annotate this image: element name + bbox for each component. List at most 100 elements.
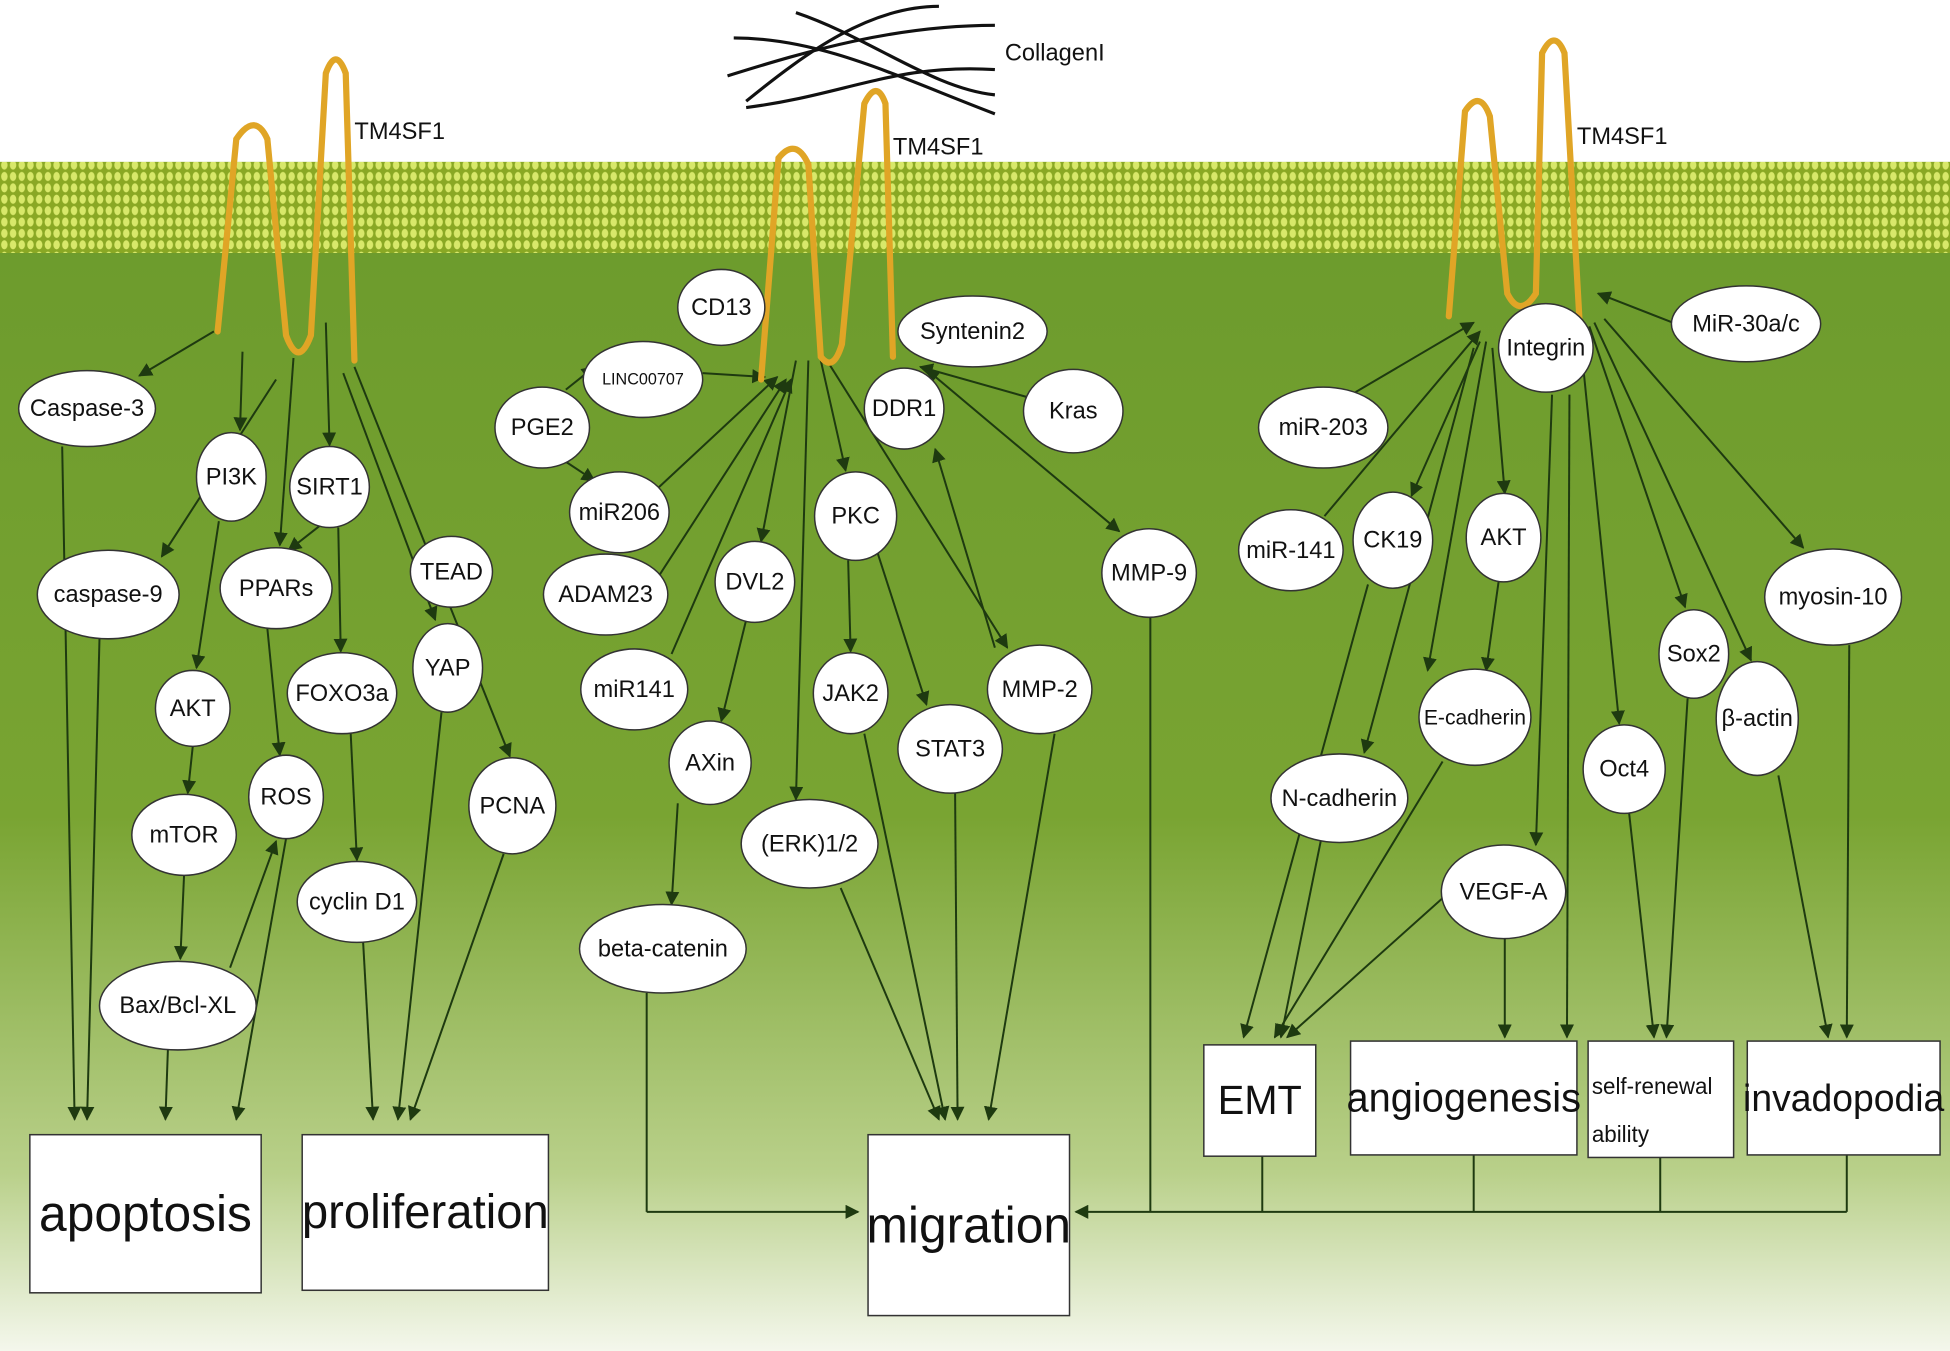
outcome-box-migration: migration bbox=[867, 1133, 1072, 1317]
outcome-label: EMT bbox=[1218, 1078, 1302, 1123]
arrow-edge bbox=[1593, 322, 1752, 662]
node-ellipse bbox=[468, 756, 557, 855]
node-ellipse bbox=[714, 540, 796, 624]
node-ellipse bbox=[17, 369, 157, 448]
arrow-edge bbox=[1578, 328, 1625, 725]
node-label: miR206 bbox=[579, 499, 660, 526]
arrow-edge bbox=[702, 369, 767, 384]
node-ellipse bbox=[568, 471, 670, 554]
tm4sf1-label: TM4SF1 bbox=[893, 133, 984, 160]
node-pkc: PKC bbox=[813, 471, 898, 562]
arrow-edge bbox=[362, 942, 380, 1121]
node-label: TEAD bbox=[420, 558, 483, 585]
arrow-edge bbox=[819, 360, 850, 472]
arrow-edge bbox=[408, 853, 505, 1121]
arrow-edge bbox=[843, 560, 858, 653]
node-label: Caspase-3 bbox=[30, 395, 144, 422]
node-ellipse bbox=[36, 549, 180, 640]
arrow-edge bbox=[863, 733, 950, 1121]
node-cyclind1: cyclin D1 bbox=[296, 860, 418, 944]
node-ellipse bbox=[580, 648, 689, 731]
outcome-box-frame bbox=[1587, 1040, 1735, 1159]
node-mir203: miR-203 bbox=[1257, 386, 1389, 469]
node-label: PKC bbox=[831, 502, 880, 529]
arrow-edge bbox=[1588, 326, 1688, 609]
arrow-edge bbox=[1273, 760, 1444, 1039]
tm4sf1-label: TM4SF1 bbox=[354, 118, 445, 145]
node-dvl2: DVL2 bbox=[714, 540, 796, 624]
node-stat3: STAT3 bbox=[897, 703, 1004, 794]
node-label: PI3K bbox=[206, 463, 257, 490]
arrow-edge bbox=[158, 1049, 173, 1121]
arrow-edge bbox=[658, 376, 779, 488]
arrow-edge bbox=[229, 839, 279, 969]
arrow-edge bbox=[273, 357, 295, 547]
node-label: MMP-2 bbox=[1002, 676, 1078, 703]
node-ecadherin: E-cadherin bbox=[1418, 668, 1532, 767]
outcome-box-angiogenesis: angiogenesis bbox=[1347, 1040, 1581, 1156]
outcome-label: invadopodia bbox=[1743, 1077, 1944, 1119]
node-axin: AXin bbox=[668, 720, 752, 806]
node-label: E-cadherin bbox=[1424, 705, 1526, 729]
tm4sf1-middle-helix bbox=[757, 88, 897, 383]
node-label: AXin bbox=[685, 749, 735, 776]
arrow-edge bbox=[925, 368, 1121, 533]
node-ellipse bbox=[863, 367, 945, 450]
arrow-edge bbox=[349, 733, 364, 862]
node-bax: Bax/Bcl-XL bbox=[98, 960, 257, 1051]
outcome-label: self-renewal bbox=[1592, 1074, 1713, 1099]
arrow-edge bbox=[266, 628, 286, 757]
arrow-edge bbox=[1777, 775, 1833, 1039]
node-ellipse bbox=[1418, 668, 1532, 767]
node-label: STAT3 bbox=[915, 735, 985, 762]
node-label: PPARs bbox=[239, 575, 313, 602]
node-syntenin2: Syntenin2 bbox=[897, 295, 1048, 368]
arrow-edge bbox=[1603, 318, 1805, 549]
node-ellipse bbox=[1270, 753, 1409, 844]
arrow-edge bbox=[287, 524, 322, 552]
node-ellipse bbox=[897, 295, 1048, 368]
arrow-edge bbox=[61, 446, 82, 1121]
arrow-edge bbox=[233, 351, 248, 432]
arrow-edge bbox=[231, 838, 288, 1121]
node-jak2: JAK2 bbox=[812, 651, 889, 735]
node-ellipse bbox=[154, 669, 231, 748]
node-label: ROS bbox=[260, 783, 311, 810]
edges bbox=[61, 291, 1854, 1219]
node-label: DVL2 bbox=[725, 568, 784, 595]
node-label: N-cadherin bbox=[1282, 785, 1398, 812]
node-label: miR-141 bbox=[1246, 537, 1335, 564]
node-ellipse bbox=[1658, 608, 1730, 700]
node-erk: (ERK)1/2 bbox=[740, 798, 879, 889]
node-label: beta-catenin bbox=[598, 935, 728, 962]
arrow-edge bbox=[950, 793, 965, 1121]
node-sirt1: SIRT1 bbox=[289, 445, 371, 529]
node-tead: TEAD bbox=[409, 535, 494, 608]
outcome-box-frame bbox=[1746, 1040, 1941, 1156]
node-ellipse bbox=[1237, 509, 1344, 592]
node-ellipse bbox=[409, 535, 494, 608]
node-ellipse bbox=[986, 644, 1093, 735]
node-ellipse bbox=[1440, 844, 1567, 940]
node-ellipse bbox=[1670, 285, 1822, 363]
node-ck19: CK19 bbox=[1352, 491, 1434, 589]
node-oct4: Oct4 bbox=[1582, 724, 1666, 815]
node-mtor: mTOR bbox=[131, 793, 238, 877]
node-label: Oct4 bbox=[1599, 755, 1649, 782]
node-ellipse bbox=[1715, 660, 1800, 777]
node-label: YAP bbox=[425, 654, 471, 681]
arrow-edge bbox=[182, 746, 197, 795]
outcome-label: migration bbox=[867, 1197, 1072, 1253]
node-label: AKT bbox=[1481, 524, 1527, 551]
tm4sf1-helices bbox=[214, 37, 1583, 383]
node-kras: Kras bbox=[1022, 368, 1124, 454]
node-pcna: PCNA bbox=[468, 756, 557, 855]
arrow-edge bbox=[1355, 321, 1475, 394]
outcome-label: ability bbox=[1592, 1122, 1650, 1147]
arrow-edge bbox=[173, 875, 188, 961]
node-betacatenin: beta-catenin bbox=[578, 903, 747, 994]
node-label: CD13 bbox=[691, 294, 751, 321]
node-ellipse bbox=[296, 860, 418, 944]
node-foxo3a: FOXO3a bbox=[286, 651, 398, 735]
node-ellipse bbox=[131, 793, 238, 877]
